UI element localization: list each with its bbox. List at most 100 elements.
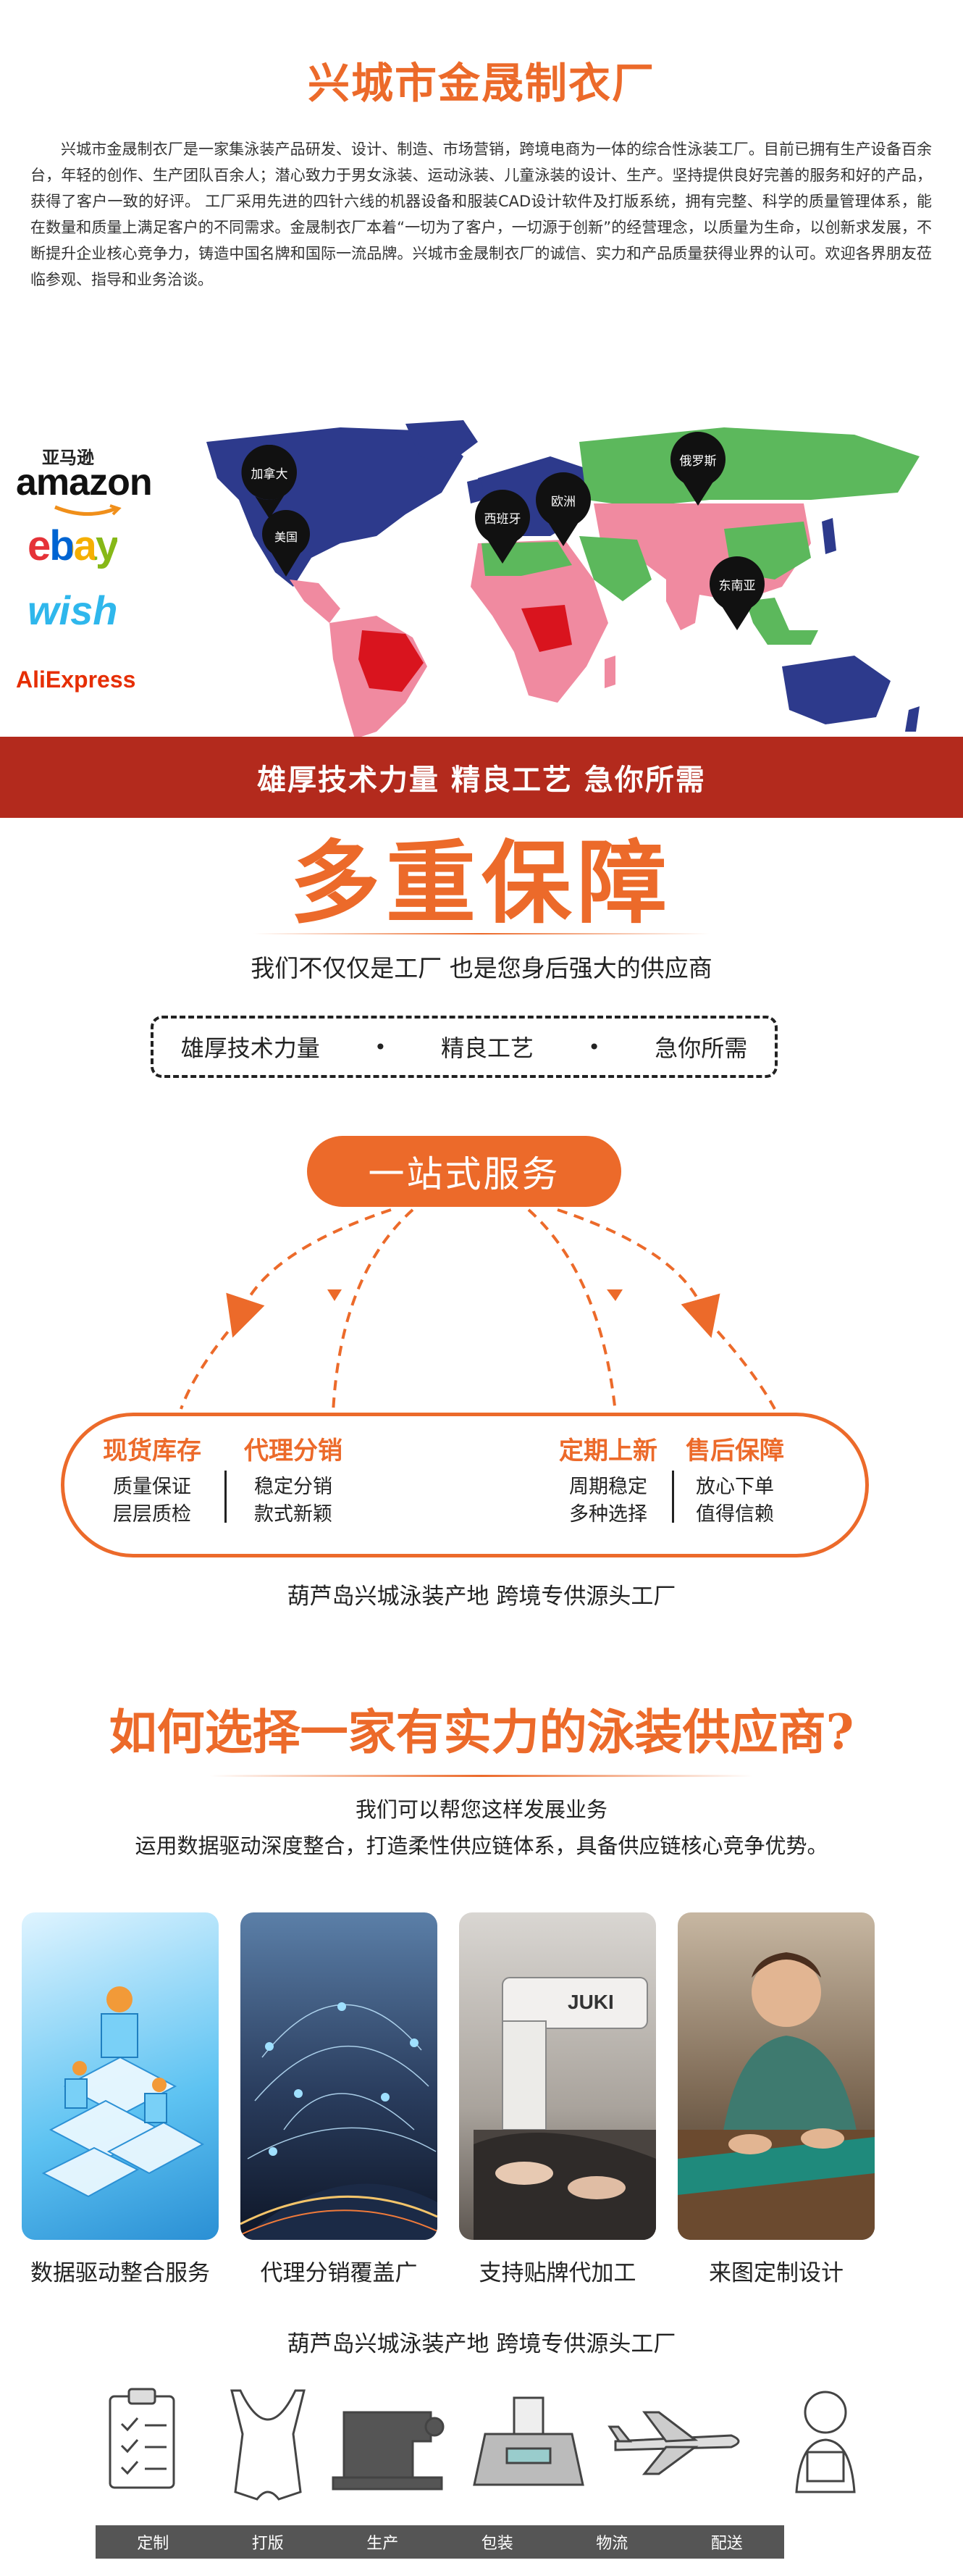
service-divider bbox=[672, 1471, 674, 1523]
card-caption: 数据驱动整合服务 bbox=[30, 2260, 210, 2286]
choose-subtitle: 我们可以帮您这样发展业务 bbox=[355, 1797, 607, 1822]
card-caption: 支持贴牌代加工 bbox=[479, 2260, 636, 2286]
guarantee-title: 多重保障 bbox=[290, 831, 673, 936]
map-central-america bbox=[290, 580, 340, 623]
process-icons bbox=[109, 2388, 856, 2501]
guarantee-subtitle: 我们不仅仅是工厂 也是您身后强大的供应商 bbox=[251, 954, 712, 982]
map-pin-russia: 俄罗斯 bbox=[668, 429, 728, 509]
aliexpress-logo: AliExpress bbox=[16, 666, 136, 693]
world-map bbox=[206, 420, 920, 739]
map-pin-label: 加拿大 bbox=[251, 467, 288, 482]
map-russia bbox=[579, 427, 920, 507]
card-caption: 来图定制设计 bbox=[709, 2260, 844, 2286]
map-pin-label: 俄罗斯 bbox=[679, 454, 717, 469]
service-line: 层层质检 bbox=[113, 1503, 191, 1526]
swimsuit-icon bbox=[230, 2389, 306, 2501]
service-line: 多种选择 bbox=[569, 1503, 647, 1526]
bullet-dot: • bbox=[588, 1034, 600, 1059]
slogan-band: 雄厚技术力量 精良工艺 急你所需 bbox=[0, 737, 963, 818]
guarantee-divider bbox=[253, 933, 710, 934]
guarantee-item: 雄厚技术力量 bbox=[180, 1034, 320, 1062]
isometric-data-icon bbox=[41, 1986, 205, 2198]
process-step: 物流 bbox=[596, 2535, 628, 2553]
map-pin-label: 东南亚 bbox=[718, 579, 756, 593]
guarantee-box: 雄厚技术力量 • 精良工艺 • 急你所需 bbox=[151, 1016, 778, 1078]
service-head: 代理分销 bbox=[244, 1437, 342, 1465]
service-after-sales: 售后保障 放心下单 值得信赖 bbox=[670, 1431, 800, 1529]
service-line: 周期稳定 bbox=[569, 1476, 647, 1498]
process-step: 配送 bbox=[710, 2535, 743, 2553]
company-intro: 兴城市金晟制衣厂是一家集泳装产品研发、设计、制造、市场营销，跨境电商为一体的综合… bbox=[30, 141, 932, 288]
map-pin-southeast-asia: 东南亚 bbox=[707, 553, 768, 633]
services-frame bbox=[61, 1413, 869, 1557]
card-distribution bbox=[240, 1912, 437, 2240]
service-head: 售后保障 bbox=[686, 1437, 784, 1465]
delivery-person-icon bbox=[795, 2391, 856, 2493]
service-head: 现货库存 bbox=[103, 1437, 201, 1465]
guarantee-item: 急你所需 bbox=[655, 1034, 748, 1062]
wish-logo: wish bbox=[28, 587, 118, 633]
process-step: 生产 bbox=[366, 2535, 399, 2553]
service-line: 值得信赖 bbox=[696, 1503, 774, 1526]
card-oem: JUKI bbox=[459, 1912, 656, 2240]
service-line: 质量保证 bbox=[113, 1476, 191, 1498]
sewing-machine-icon bbox=[332, 2411, 445, 2491]
card-custom-design bbox=[678, 1912, 875, 2240]
service-arrows bbox=[180, 1208, 776, 1413]
map-pin-europe: 欧洲 bbox=[533, 469, 594, 549]
service-new-arrivals: 定期上新 周期稳定 多种选择 bbox=[543, 1431, 673, 1529]
map-brazil bbox=[358, 630, 424, 692]
map-pin-usa: 美国 bbox=[259, 507, 313, 580]
service-line: 款式新颖 bbox=[254, 1503, 332, 1526]
service-line: 稳定分销 bbox=[254, 1476, 332, 1498]
amazon-logo: amazon bbox=[16, 461, 153, 503]
arrow-right-inner bbox=[527, 1208, 617, 1413]
map-pin-label: 欧洲 bbox=[551, 495, 576, 509]
company-title: 兴城市金晟制衣厂 bbox=[307, 59, 655, 108]
map-se-asia bbox=[746, 598, 818, 645]
arrow-left-outer bbox=[226, 1208, 392, 1338]
card-data-driven bbox=[22, 1912, 219, 2240]
map-middle-east bbox=[579, 536, 652, 601]
map-madagascar bbox=[605, 656, 615, 688]
map-pin-label: 西班牙 bbox=[484, 512, 521, 527]
arrow-right-outer bbox=[557, 1208, 720, 1338]
process-step: 包装 bbox=[481, 2535, 513, 2553]
card-caption: 代理分销覆盖广 bbox=[260, 2260, 418, 2286]
guarantee-item: 精良工艺 bbox=[440, 1034, 534, 1062]
choose-description: 运用数据驱动深度整合，打造柔性供应链体系，具备供应链核心竞争优势。 bbox=[135, 1833, 828, 1858]
ebay-logo-text: ebay bbox=[28, 522, 119, 569]
process-step: 打版 bbox=[251, 2535, 284, 2553]
craftsman-icon bbox=[678, 1952, 875, 2240]
airplane-icon bbox=[607, 2411, 740, 2475]
map-greenland bbox=[405, 420, 478, 464]
arrow-left-inner bbox=[332, 1208, 414, 1413]
map-australia bbox=[782, 656, 891, 724]
process-bar: 定制 打版 生产 包装 物流 配送 bbox=[96, 2525, 784, 2559]
map-pin-canada: 加拿大 bbox=[239, 442, 300, 522]
bullet-dot: • bbox=[374, 1034, 387, 1059]
ebay-logo: ebay bbox=[28, 522, 119, 570]
amazon-cn-label: 亚马逊 bbox=[42, 448, 94, 468]
clipboard-icon bbox=[109, 2388, 175, 2489]
map-japan bbox=[822, 518, 836, 554]
slogan-text: 雄厚技术力量 精良工艺 急你所需 bbox=[257, 764, 706, 797]
service-stock: 现货库存 质量保证 层层质检 bbox=[87, 1431, 217, 1529]
origin-footer-2: 葫芦岛兴城泳装产地 跨境专供源头工厂 bbox=[287, 2331, 676, 2357]
map-central-africa bbox=[521, 605, 572, 652]
service-head: 定期上新 bbox=[559, 1437, 657, 1465]
process-step: 定制 bbox=[137, 2535, 169, 2553]
choose-title: 如何选择一家有实力的泳装供应商? bbox=[109, 1704, 854, 1760]
network-city-icon bbox=[240, 2002, 437, 2240]
arrowhead-left-inner bbox=[327, 1289, 342, 1301]
service-distribution: 代理分销 稳定分销 款式新颖 bbox=[228, 1431, 358, 1529]
scale-icon bbox=[473, 2396, 584, 2486]
origin-footer: 葫芦岛兴城泳装产地 跨境专供源头工厂 bbox=[287, 1584, 676, 1610]
one-stop-pill: 一站式服务 bbox=[307, 1136, 621, 1207]
machine-brand-label: JUKI bbox=[568, 1991, 614, 2013]
map-uk bbox=[467, 478, 484, 503]
map-pin-label: 美国 bbox=[274, 530, 298, 544]
amazon-smile-icon bbox=[54, 504, 122, 516]
choose-divider bbox=[210, 1775, 753, 1777]
